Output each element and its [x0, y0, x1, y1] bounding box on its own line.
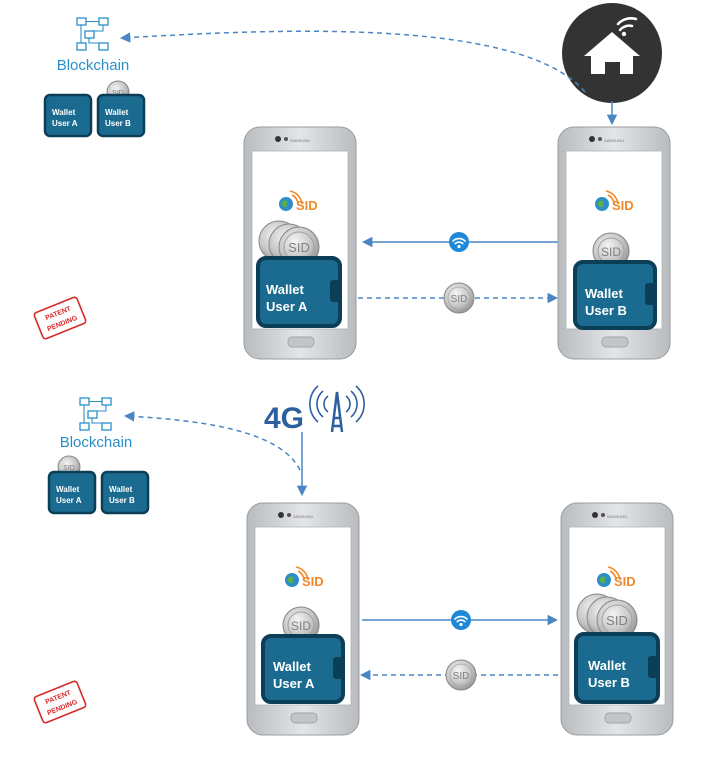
- top-scene: Blockchain Wallet User A SID Wallet User…: [33, 3, 671, 360]
- svg-text:SID: SID: [112, 90, 124, 97]
- mini-wallet-b: Wallet User B: [100, 470, 150, 515]
- phone-brand: SAMSUNG: [607, 514, 627, 519]
- svg-text:User A: User A: [56, 496, 82, 505]
- sync-to-blockchain-arrow: [119, 30, 586, 93]
- patent-pending-stamp: PATENT PENDING: [33, 680, 87, 724]
- svg-text:User A: User A: [273, 676, 315, 691]
- transfer-coin: SID: [445, 659, 477, 691]
- mini-wallet-b: Wallet User B: [96, 93, 146, 138]
- wallet-user-a: Wallet User A: [256, 256, 342, 328]
- svg-text:User B: User B: [105, 119, 131, 128]
- svg-text:Wallet: Wallet: [109, 485, 133, 494]
- svg-text:SID: SID: [296, 198, 318, 213]
- phone-user-b: SAMSUNG SID SID Wallet User B: [560, 502, 674, 736]
- home-wifi-icon: [562, 3, 662, 103]
- svg-text:SID: SID: [288, 240, 310, 255]
- svg-text:User B: User B: [109, 496, 135, 505]
- blockchain-icon: [76, 17, 109, 51]
- phone-brand: SAMSUNG: [290, 138, 310, 143]
- svg-text:Wallet: Wallet: [105, 108, 129, 117]
- svg-text:Wallet: Wallet: [585, 286, 623, 301]
- wifi-icon: [450, 609, 472, 631]
- bottom-scene: Blockchain SID Wallet User A Wallet User…: [33, 385, 674, 736]
- svg-text:SID: SID: [451, 294, 468, 305]
- svg-text:User B: User B: [588, 675, 630, 690]
- svg-text:Wallet: Wallet: [266, 282, 304, 297]
- svg-text:Wallet: Wallet: [52, 108, 76, 117]
- phone-brand: SAMSUNG: [293, 514, 313, 519]
- svg-text:Wallet: Wallet: [273, 659, 311, 674]
- svg-text:SID: SID: [612, 198, 634, 213]
- svg-text:Wallet: Wallet: [588, 658, 626, 673]
- svg-text:SID: SID: [606, 613, 628, 628]
- coin-stack: SID: [576, 593, 638, 641]
- blockchain-icon: [79, 397, 112, 431]
- sid-logo: SID: [594, 190, 634, 213]
- wifi-icon: [448, 231, 470, 253]
- svg-text:Wallet: Wallet: [56, 485, 80, 494]
- patent-pending-stamp: PATENT PENDING: [33, 296, 87, 340]
- tower-label: 4G: [264, 402, 304, 435]
- sid-logo: SID: [284, 566, 324, 589]
- sid-logo: SID: [596, 566, 636, 589]
- 4g-tower-icon: 4G: [264, 385, 365, 435]
- svg-text:SID: SID: [601, 245, 621, 259]
- blockchain-label: Blockchain: [57, 57, 130, 74]
- sid-logo: SID: [278, 190, 318, 213]
- phone-user-a: SAMSUNG SID SID Wallet User A: [246, 502, 360, 736]
- svg-text:SID: SID: [63, 465, 75, 472]
- phone-user-a: SAMSUNG SID SID Wallet User A: [243, 126, 357, 360]
- svg-text:SID: SID: [453, 671, 470, 682]
- svg-text:SID: SID: [291, 619, 311, 633]
- wallet-user-a: Wallet User A: [261, 634, 345, 704]
- transfer-coin: SID: [443, 282, 475, 314]
- svg-text:User A: User A: [266, 299, 308, 314]
- phone-user-b: SAMSUNG SID SID Wallet User B: [557, 126, 671, 360]
- mini-wallet-a: Wallet User A: [43, 93, 93, 138]
- svg-text:SID: SID: [302, 574, 324, 589]
- phone-brand: SAMSUNG: [604, 138, 624, 143]
- blockchain-label: Blockchain: [60, 434, 133, 451]
- svg-text:User A: User A: [52, 119, 78, 128]
- wallet-user-b: Wallet User B: [574, 632, 660, 704]
- mini-wallet-a: Wallet User A: [47, 470, 97, 515]
- svg-text:User B: User B: [585, 303, 627, 318]
- svg-text:SID: SID: [614, 574, 636, 589]
- wallet-user-b: Wallet User B: [573, 260, 657, 330]
